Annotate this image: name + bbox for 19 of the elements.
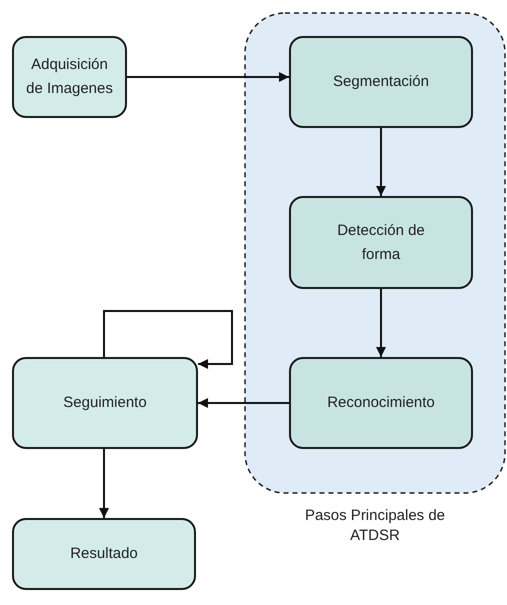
process-box: [289, 36, 473, 128]
group-label: Pasos Principales de ATDSR: [304, 506, 446, 546]
process-box: [12, 357, 198, 449]
box-label: Adquisición de Imagenes: [25, 55, 114, 99]
arrow: [376, 128, 386, 196]
box-label: Segmentación: [333, 72, 429, 92]
arrow: [99, 449, 109, 518]
box-label: Reconocimiento: [327, 393, 435, 413]
process-box: [12, 518, 196, 590]
arrow: [103, 310, 233, 369]
box-label: Resultado: [70, 544, 138, 564]
arrow: [127, 72, 289, 82]
process-box: [289, 357, 473, 449]
arrow: [198, 398, 289, 408]
box-label: Detección de forma: [336, 220, 426, 264]
process-box: [289, 196, 473, 289]
box-label: Seguimiento: [63, 393, 147, 413]
arrow: [376, 289, 386, 357]
process-box: [12, 36, 127, 118]
